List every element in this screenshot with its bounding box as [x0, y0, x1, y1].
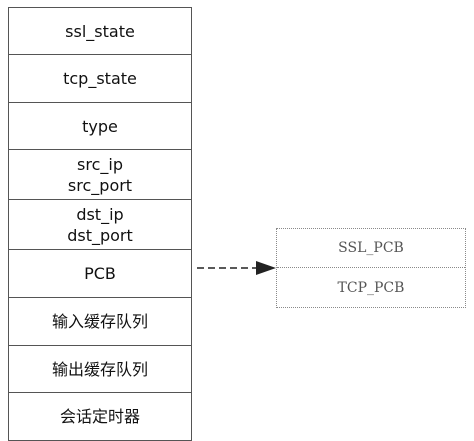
- field-tcp-state: tcp_state: [9, 55, 191, 103]
- pcb-row-label: SSL_PCB: [338, 240, 404, 256]
- field-dst: dst_ip dst_port: [9, 200, 191, 250]
- field-label: 输出缓存队列: [51, 359, 148, 379]
- field-label: src_port: [67, 175, 133, 195]
- field-output-queue: 输出缓存队列: [9, 346, 191, 393]
- field-label: type: [82, 116, 118, 136]
- field-label: tcp_state: [63, 69, 137, 88]
- arrowhead: [256, 261, 276, 275]
- pcb-row-label: TCP_PCB: [337, 279, 405, 296]
- field-label: 会话定时器: [59, 407, 140, 426]
- pcb-row-ssl: SSL_PCB: [277, 229, 465, 268]
- field-session-timer: 会话定时器: [9, 393, 191, 440]
- field-input-queue: 输入缓存队列: [9, 298, 191, 346]
- session-structure: ssl_state tcp_state type src_ip src_port…: [8, 7, 192, 441]
- field-label: dst_ip: [76, 204, 124, 224]
- field-ssl-state: ssl_state: [9, 8, 191, 55]
- field-label: src_ip: [77, 154, 123, 174]
- field-label: PCB: [84, 264, 116, 283]
- pcb-row-tcp: TCP_PCB: [277, 268, 465, 307]
- field-label: 输入缓存队列: [51, 312, 148, 331]
- field-type: type: [9, 103, 191, 150]
- field-src: src_ip src_port: [9, 150, 191, 200]
- field-label: dst_port: [67, 225, 133, 245]
- field-label: ssl_state: [65, 21, 135, 41]
- pcb-structure: SSL_PCB TCP_PCB: [276, 228, 466, 308]
- field-pcb: PCB: [9, 250, 191, 298]
